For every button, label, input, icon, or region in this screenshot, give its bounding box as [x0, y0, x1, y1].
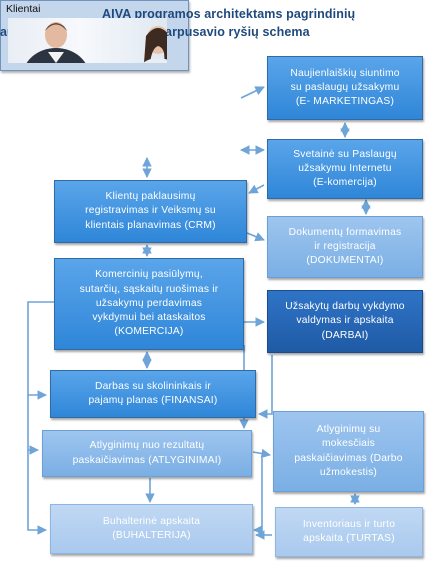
buhalterija-line: Buhalterinė apskaita — [102, 515, 201, 527]
e-komercija-line: Svetainė su Paslaugų — [293, 148, 397, 160]
e-marketingas-line: (E- MARKETINGAS) — [295, 96, 395, 108]
darbo-uzmokestis-line: Atlyginimų su — [316, 424, 381, 436]
crm-line: registravimas ir Veiksmų su — [85, 205, 216, 217]
arrow-left-buhalterija — [27, 450, 47, 535]
komercija-line: (KOMERCIJA) — [114, 326, 184, 338]
clients-photo — [8, 18, 167, 63]
turtas-box: Inventoriaus ir turto apskaita (TURTAS) — [275, 507, 423, 557]
arrow-left-atlyginimai — [27, 395, 39, 455]
darbo-uzmokestis-box: Atlyginimų su mokesčiais paskaičiavimas (D… — [273, 411, 424, 492]
atlyginimai-box: Atlyginimų nuo rezultatų paskaičiavimas (… — [42, 430, 252, 477]
darbai-box: Užsakytų darbų vykdymo valdymas ir apskai… — [267, 290, 423, 353]
arrow-komercija-left-finansai — [27, 301, 54, 400]
arrow-crm-dokumentai — [246, 232, 265, 242]
dokumentai-line: ir registracija — [314, 240, 376, 252]
komercija-line: Komercinių pasiūlymų, — [95, 269, 203, 281]
e-marketingas-box: Naujienlaiškių siuntimo su paslaugų užsak… — [267, 56, 423, 120]
buhalterija-line: (BUHALTERIJA) — [112, 530, 191, 541]
buhalterija-box: Buhalterinė apskaita (BUHALTERIJA) — [50, 504, 253, 554]
darbo-uzmokestis-line: paskaičiavimas (Darbo — [294, 452, 403, 464]
turtas-line: apskaita (TURTAS) — [303, 533, 395, 544]
darbai-line: valdymas ir apskaita — [296, 315, 394, 327]
arrow-ekomercija-crm — [248, 184, 265, 194]
atlyginimai-line: Atlyginimų nuo rezultatų — [89, 440, 205, 452]
komercija-line: užsakymų perdavimas — [95, 297, 203, 309]
dokumentai-line: (DOKUMENTAI) — [306, 255, 384, 267]
e-marketingas-line: Naujienlaiškių siuntimo — [290, 67, 400, 79]
klientai-box: Klientai — [0, 0, 189, 71]
arrow-klientai-emarketingas — [240, 86, 265, 99]
e-komercija-line: (E-komercija) — [313, 177, 377, 189]
diagram-title-line-1: AIVA programos architektams pagrindinių — [102, 7, 356, 21]
turtas-line: Inventoriaus ir turto — [302, 518, 396, 530]
darbai-line: Užsakytų darbų vykdymo — [285, 301, 405, 313]
klientai-label: Klientai — [6, 3, 41, 15]
finansai-line: pajamų planas (FINANSAI) — [88, 395, 218, 406]
komercija-box: Komercinių pasiūlymų, sutarčių, sąskaitų … — [54, 258, 244, 350]
finansai-box: Darbas su skolininkais ir pajamų planas (… — [50, 370, 256, 418]
dokumentai-box: Dokumentų formavimas ir registracija (DOKU… — [267, 216, 423, 278]
arrow-darbouzmokestis-buhalterija — [253, 458, 263, 535]
crm-line: Klientų paklausimų — [105, 191, 196, 203]
arrow-darbai-finansai — [258, 355, 273, 419]
e-komercija-line: užsakymu Internetu — [298, 162, 392, 174]
e-marketingas-line: su paslaugų užsakymu — [290, 81, 400, 93]
komercija-line: vykdymui bei ataskaitos — [92, 312, 206, 324]
arrow-atlyginimai-darbouzmokestis — [252, 448, 271, 459]
komercija-line: sutarčių, sąskaitų ruošimas ir — [79, 283, 219, 295]
finansai-line: Darbas su skolininkais ir — [94, 380, 211, 392]
darbai-line: (DARBAI) — [321, 329, 369, 341]
darbo-uzmokestis-line: užmokestis) — [319, 466, 378, 478]
crm-line: klientais planavimas (CRM) — [85, 219, 216, 231]
atlyginimai-line: paskaičiavimas (ATLYGINIMAI) — [72, 454, 222, 466]
dokumentai-line: Dokumentų formavimas — [288, 226, 402, 238]
crm-box: Klientų paklausimų registravimas ir Veiks… — [54, 180, 247, 243]
darbo-uzmokestis-line: mokesčiais — [322, 438, 375, 450]
e-komercija-box: Svetainė su Paslaugų užsakymu Internetu (E… — [267, 139, 423, 199]
